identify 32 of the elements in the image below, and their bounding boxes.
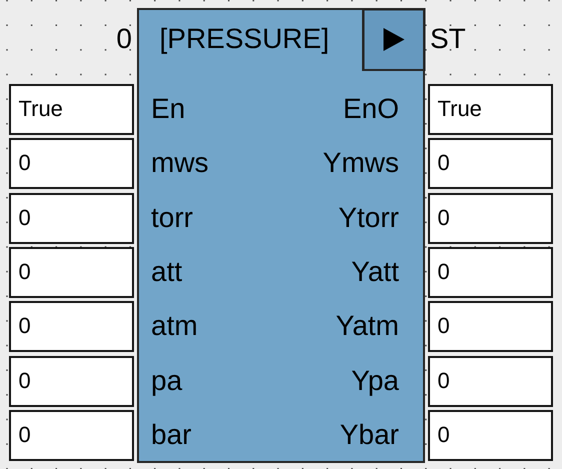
value-field: 0 [428, 301, 553, 352]
value-field: 0 [9, 138, 134, 190]
pin-label: Yatm [336, 309, 399, 344]
value-field: 0 [428, 246, 553, 298]
value-field: 0 [428, 356, 553, 406]
pin-label: Ypa [351, 364, 399, 398]
pin-label: EnO [342, 92, 399, 126]
block-annotation: 0 [116, 22, 132, 56]
function-block [137, 8, 425, 463]
pin-label: mws [151, 146, 209, 180]
value-field: 0 [428, 192, 553, 244]
pin-label: att [151, 254, 182, 289]
value-field: 0 [428, 138, 553, 190]
value-field: 0 [9, 410, 134, 461]
pin-label: bar [151, 418, 192, 452]
value-field: 0 [9, 356, 134, 406]
value-field: 0 [428, 410, 553, 461]
pin-label: pa [151, 364, 182, 398]
block-annotation: ST [430, 22, 466, 56]
block-title: [PRESSURE] [160, 22, 330, 56]
pin-label: Ytorr [338, 200, 399, 235]
value-field: True [428, 84, 553, 135]
pin-label: atm [151, 309, 198, 344]
value-field: 0 [9, 246, 134, 298]
pin-label: torr [151, 200, 193, 235]
value-field: 0 [9, 301, 134, 352]
pin-label: Ymws [322, 146, 399, 180]
pin-label: Yatt [351, 254, 399, 289]
value-field: 0 [9, 192, 134, 244]
pin-label: En [151, 92, 186, 126]
value-field: True [9, 84, 134, 135]
pin-label: Ybar [340, 418, 399, 452]
